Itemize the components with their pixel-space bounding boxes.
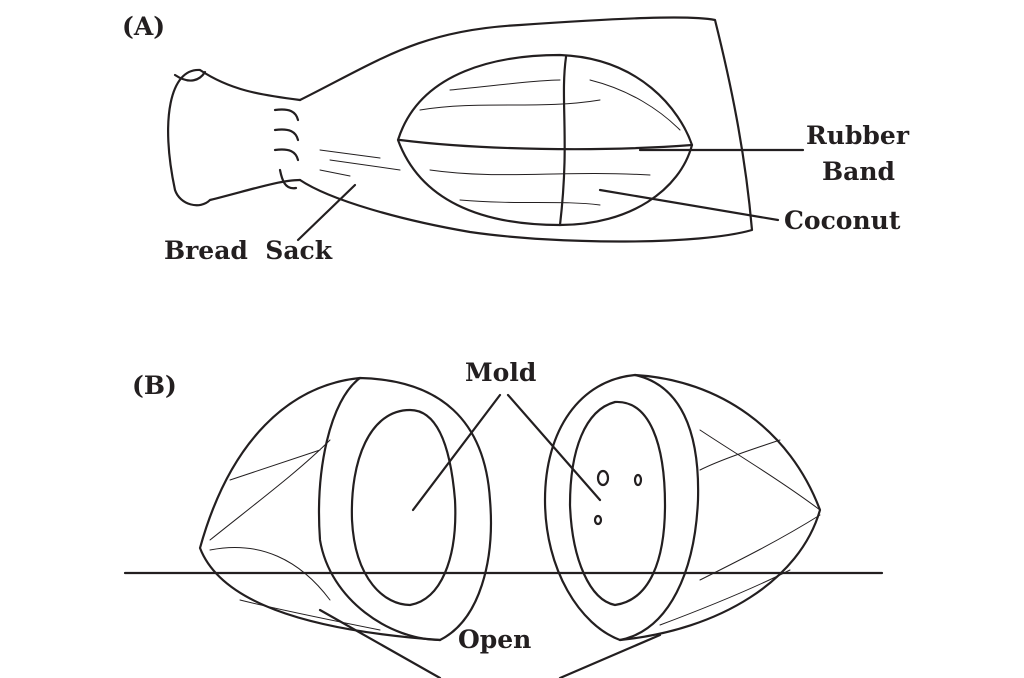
open-pointer-left — [318, 608, 442, 678]
left-coconut-half — [198, 376, 492, 642]
panel-b-label: (B) — [132, 371, 177, 400]
mold-pointer-right — [506, 393, 602, 502]
mold-pointer-left — [411, 393, 502, 512]
rubber-band-label-line1: Rubber — [806, 121, 909, 150]
panel-a-label: (A) — [122, 12, 166, 41]
rubber-band — [398, 138, 694, 151]
coconut-pointer — [598, 188, 780, 222]
right-coconut-half — [543, 373, 822, 642]
bread-sack-pointer — [296, 183, 357, 242]
open-label: Open — [458, 625, 532, 654]
coconut-in-sack — [396, 53, 694, 227]
open-pointer-right — [558, 633, 662, 678]
bread-sack-drawing — [167, 16, 754, 243]
bread-sack-label: Bread Sack — [164, 236, 333, 265]
mold-label: Mold — [465, 358, 537, 387]
coconut-label: Coconut — [784, 206, 901, 235]
rubber-band-label-line2: Band — [822, 157, 895, 186]
